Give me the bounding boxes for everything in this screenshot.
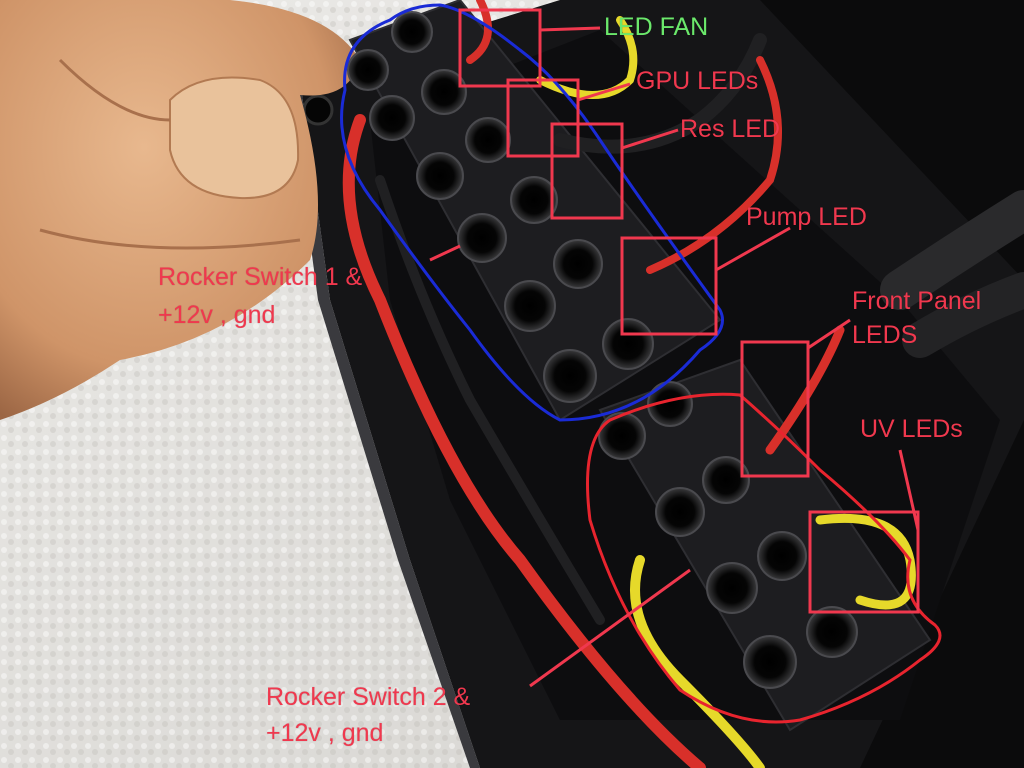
label-uv-leds: UV LEDs <box>860 415 963 443</box>
label-rocker-switch-2-line2: +12v , gnd <box>266 719 384 747</box>
label-front-panel-line1: Front Panel <box>852 287 982 315</box>
thumbnail <box>169 76 300 200</box>
mounting-hole <box>302 94 334 126</box>
uv-leds-box <box>808 510 920 614</box>
wires <box>342 0 1024 768</box>
annotation-boxes <box>458 8 920 614</box>
terminal-strip-upper <box>347 0 722 422</box>
label-gpu-leds: GPU LEDs <box>636 67 759 95</box>
front-panel-box <box>740 340 810 478</box>
label-rocker-switch-1-line2: +12v , gnd <box>158 301 276 329</box>
terminal-strip-lower <box>598 358 932 732</box>
label-rocker-switch-2-line1: Rocker Switch 2 & <box>266 683 471 711</box>
pointer-lines <box>429 26 920 688</box>
blue-outline <box>340 3 724 422</box>
label-front-panel-line2: LEDS <box>852 321 918 349</box>
label-res-led: Res LED <box>680 115 781 143</box>
red-outline <box>586 392 942 724</box>
label-led-fan: LED FAN <box>604 13 709 41</box>
label-pump-led: Pump LED <box>746 203 867 231</box>
pump-led-box <box>620 236 718 336</box>
led-fan-box <box>458 8 542 88</box>
gpu-leds-box <box>506 78 580 158</box>
label-rocker-switch-1-line1: Rocker Switch 1 & <box>158 263 363 291</box>
res-led-box <box>550 122 624 220</box>
